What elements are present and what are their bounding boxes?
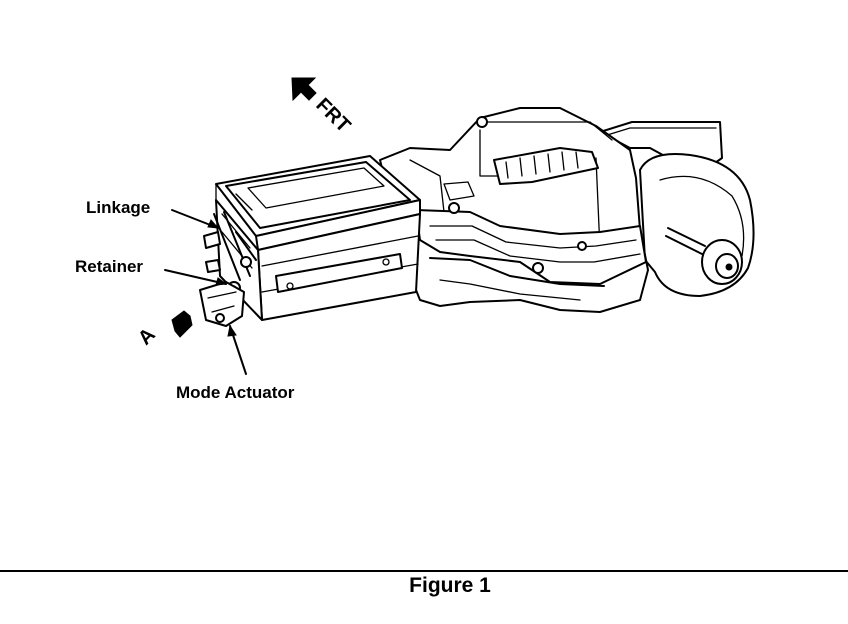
linkage-assembly: [213, 211, 257, 281]
mode-actuator: [199, 281, 245, 327]
front-direction-arrow-icon: [291, 77, 317, 102]
front-direction-label: FRT: [311, 94, 354, 137]
retainer-leader: [164, 269, 227, 285]
figure-caption: Figure 1: [409, 574, 491, 597]
view-a-arrow-icon: [171, 310, 193, 338]
mode-actuator-callout: Mode Actuator: [176, 383, 295, 402]
retainer-callout: Retainer: [75, 257, 143, 276]
linkage-callout: Linkage: [86, 198, 150, 217]
caption-rule: [0, 570, 848, 572]
main-housing: [379, 107, 649, 313]
view-a-label: A: [134, 324, 160, 350]
blower-housing: [599, 121, 755, 297]
